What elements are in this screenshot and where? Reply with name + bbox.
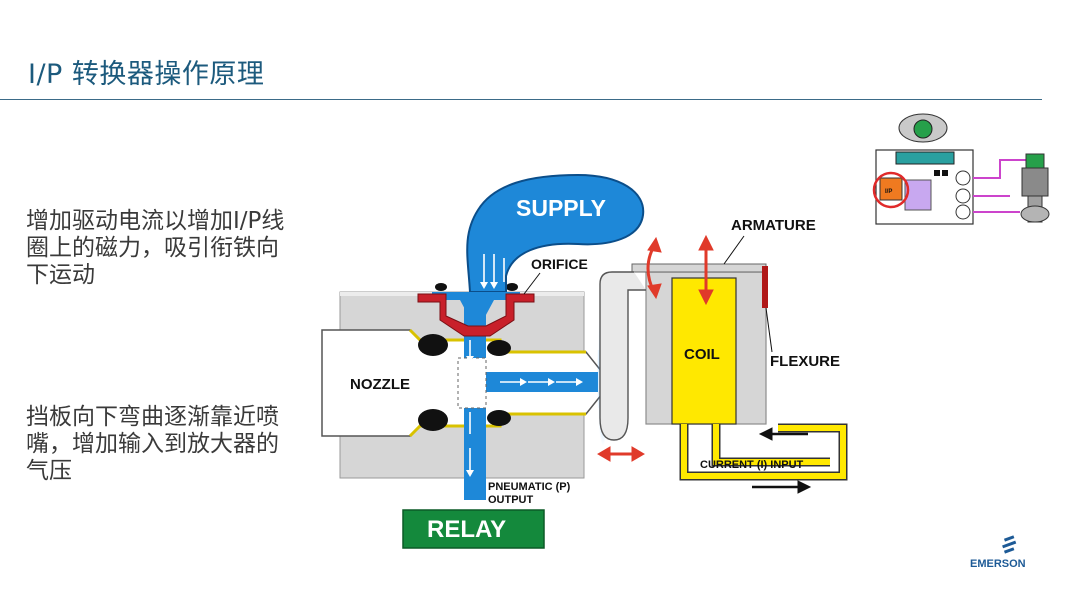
thumbnail-ip-label: I/P: [885, 189, 892, 195]
relay-label: RELAY: [427, 516, 506, 543]
nozzle-label: NOZZLE: [350, 376, 410, 393]
armature-label: ARMATURE: [731, 217, 816, 234]
current-input-wires: [679, 423, 848, 481]
motion-arrows: [597, 234, 714, 462]
emerson-logo: EMERSON: [968, 534, 1058, 574]
armature-leader: [723, 235, 745, 265]
explanation-paragraph-2: 挡板向下弯曲逐渐靠近喷嘴，增加输入到放大器的气压: [26, 404, 279, 484]
flexure-label: FLEXURE: [770, 353, 840, 370]
flow-arrows: [469, 254, 599, 470]
title-divider: [0, 99, 1042, 100]
pneumatic-output-label-1: PNEUMATIC (P): [488, 481, 571, 493]
armature: [599, 263, 768, 441]
relay-block: RELAY: [402, 509, 545, 549]
coil-label: COIL: [684, 346, 720, 363]
orifice-leader: [523, 272, 541, 295]
page-title: I/P 转换器操作原理: [28, 59, 265, 90]
current-direction-arrows: [752, 427, 812, 494]
emerson-logo-text: EMERSON: [970, 558, 1026, 570]
supply-label: SUPPLY: [516, 195, 606, 221]
pneumatic-output-label-2: OUTPUT: [488, 494, 534, 506]
system-thumbnail: I/P: [872, 113, 1050, 225]
o-rings: [418, 283, 518, 431]
current-input-label: CURRENT (I) INPUT: [700, 459, 804, 471]
flow-arrowheads: [466, 282, 583, 477]
flexure-leader: [765, 307, 773, 353]
orifice-seat: [417, 293, 535, 337]
orifice-label: ORIFICE: [531, 256, 588, 272]
explanation-paragraph-1: 增加驱动电流以增加I/P线圈上的磁力，吸引衔铁向下运动: [26, 208, 285, 288]
